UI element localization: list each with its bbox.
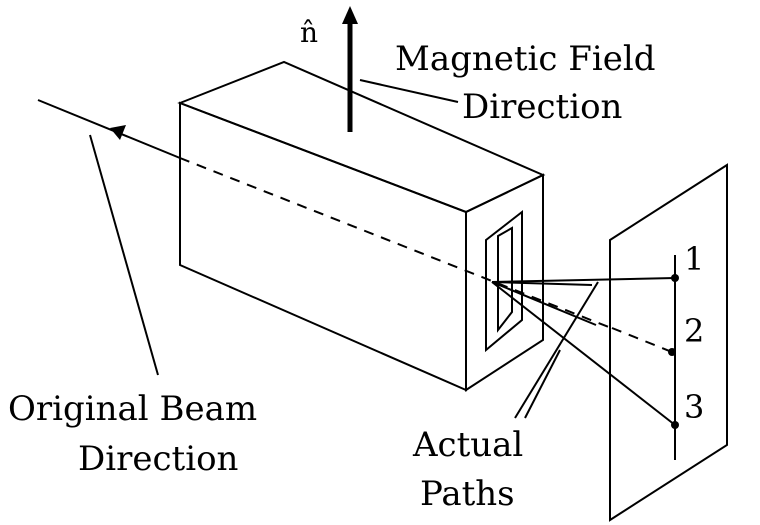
- path-stub-a: [491, 281, 593, 286]
- actual-paths-label-line2: Paths: [420, 474, 515, 514]
- original-beam-label-line1: Original Beam: [8, 389, 257, 429]
- actual-paths: [491, 277, 676, 426]
- normal-vector-label: n̂: [300, 16, 318, 49]
- path-to-point-3: [491, 281, 676, 426]
- box-top-face: [177, 60, 546, 214]
- box-opening-inner: [497, 226, 513, 333]
- detector-screen: [609, 163, 728, 522]
- magnetic-field-label-line2: Direction: [462, 87, 622, 127]
- point-1-label: 1: [684, 240, 704, 278]
- leader-actual-2: [524, 349, 561, 419]
- actual-paths-label-line1: Actual: [412, 425, 523, 465]
- original-beam-dashed-path: [179, 157, 673, 353]
- path-stub-b: [491, 281, 597, 326]
- field-arrow: [342, 6, 358, 132]
- leader-magnetic-field: [359, 79, 459, 103]
- box-opening-outer: [485, 209, 523, 353]
- leader-lines: [89, 79, 599, 419]
- point-3-label: 3: [684, 388, 704, 426]
- path-to-point-1: [491, 277, 676, 283]
- point-3-dot: [671, 421, 679, 429]
- point-1-dot: [671, 274, 679, 282]
- incoming-beam: [37, 99, 181, 159]
- box-side-face: [179, 101, 467, 392]
- leader-actual-1: [514, 281, 599, 419]
- leader-original-beam: [89, 134, 159, 376]
- magnetic-field-label-line1: Magnetic Field: [395, 39, 655, 79]
- point-2-dot: [668, 348, 676, 356]
- beam-arrowhead: [110, 125, 126, 140]
- point-2-label: 2: [684, 312, 704, 350]
- original-beam-label-line2: Direction: [78, 439, 238, 479]
- magnet-box: [177, 60, 546, 392]
